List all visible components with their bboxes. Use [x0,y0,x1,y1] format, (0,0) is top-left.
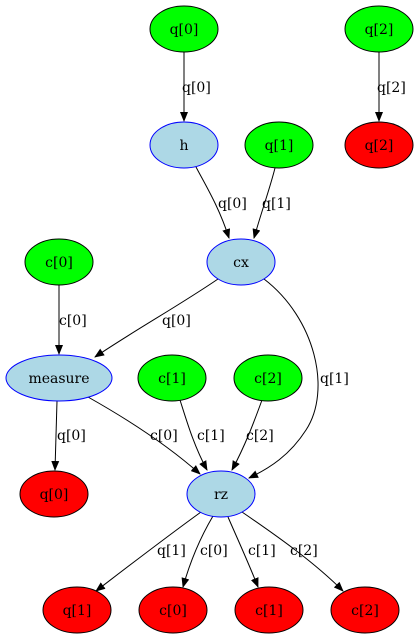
edge-label-c1_in-to-rz: c[1] [197,428,225,444]
edge-label-rz-to-c0_out: c[0] [200,543,228,559]
edge-rz-to-q1_out [95,511,202,592]
node-shape-q2_out [344,121,414,169]
node-label-q0_in: q[0] [170,22,199,38]
edge-h-to-cx [195,166,231,239]
node-label-h: h [179,138,188,154]
node-h: h [149,121,219,169]
node-label-c2_out: c[2] [351,603,379,619]
node-c1_out: c[1] [234,586,304,634]
node-label-measure: measure [28,371,89,387]
edge-label-cx-to-measure: q[0] [162,313,191,329]
node-shape-rz [186,470,256,518]
node-label-q1_out: q[1] [63,603,92,619]
edge-cx-to-measure [94,278,219,358]
edge-label-h-to-cx: q[0] [218,196,247,212]
edge-q1_in-to-cx [252,167,276,239]
node-label-c0_out: c[0] [159,603,187,619]
node-label-q2_in: q[2] [365,22,394,38]
edge-measure-to-q0_out [51,400,60,471]
edge-rz-to-c0_out [181,515,214,588]
edge-label-q1_in-to-cx: q[1] [262,196,291,212]
node-shape-cx [206,238,276,286]
node-q0_out: q[0] [19,470,89,518]
node-shape-q2_in [344,5,414,53]
node-q2_out: q[2] [344,121,414,169]
node-label-c0_in: c[0] [45,255,73,271]
edge-label-measure-to-q0_out: q[0] [57,428,86,444]
node-shape-q0_out [19,470,89,518]
edge-label-rz-to-c1_out: c[1] [248,543,276,559]
node-label-c1_out: c[1] [255,603,283,619]
edge-rz-to-c2_out [241,511,344,592]
node-q1_in: q[1] [244,121,314,169]
node-q0_in: q[0] [149,5,219,53]
node-label-q2_out: q[2] [365,138,394,154]
node-shape-q0_in [149,5,219,53]
node-shape-c2_in [233,354,303,402]
node-label-q1_in: q[1] [265,138,294,154]
node-shape-h [149,121,219,169]
node-c0_in: c[0] [24,238,94,286]
edge-label-rz-to-c2_out: c[2] [290,543,318,559]
edge-label-measure-to-rz: c[0] [150,428,178,444]
node-shape-q1_out [42,586,112,634]
node-measure: measure [5,354,113,402]
node-shape-c0_in [24,238,94,286]
node-shape-c1_in [137,354,207,402]
node-label-cx: cx [233,255,249,271]
node-label-c1_in: c[1] [158,371,186,387]
edge-label-c0_in-to-measure: c[0] [59,313,87,329]
node-shape-q1_in [244,121,314,169]
node-c1_in: c[1] [137,354,207,402]
node-shape-c1_out [234,586,304,634]
edge-label-rz-to-q1_out: q[1] [157,543,186,559]
node-c2_out: c[2] [330,586,400,634]
edge-cx-to-rz [248,278,319,479]
edge-label-c2_in-to-rz: c[2] [246,428,274,444]
edge-measure-to-rz [87,396,201,475]
edge-label-cx-to-rz: q[1] [320,371,349,387]
node-shape-c0_out [138,586,208,634]
edge-rz-to-c1_out [227,516,259,588]
node-c0_out: c[0] [138,586,208,634]
node-shape-c2_out [330,586,400,634]
node-c2_in: c[2] [233,354,303,402]
node-label-rz: rz [214,487,228,503]
node-cx: cx [206,238,276,286]
edge-label-q0_in-to-h: q[0] [182,80,211,96]
node-shape-measure [5,354,113,402]
edge-label-q2_in-to-q2_out: q[2] [377,80,406,96]
node-q2_in: q[2] [344,5,414,53]
node-label-c2_in: c[2] [254,371,282,387]
edge-c2_in-to-rz [231,399,263,471]
edge-c1_in-to-rz [179,399,208,471]
node-rz: rz [186,470,256,518]
node-label-q0_out: q[0] [40,487,69,503]
node-q1_out: q[1] [42,586,112,634]
